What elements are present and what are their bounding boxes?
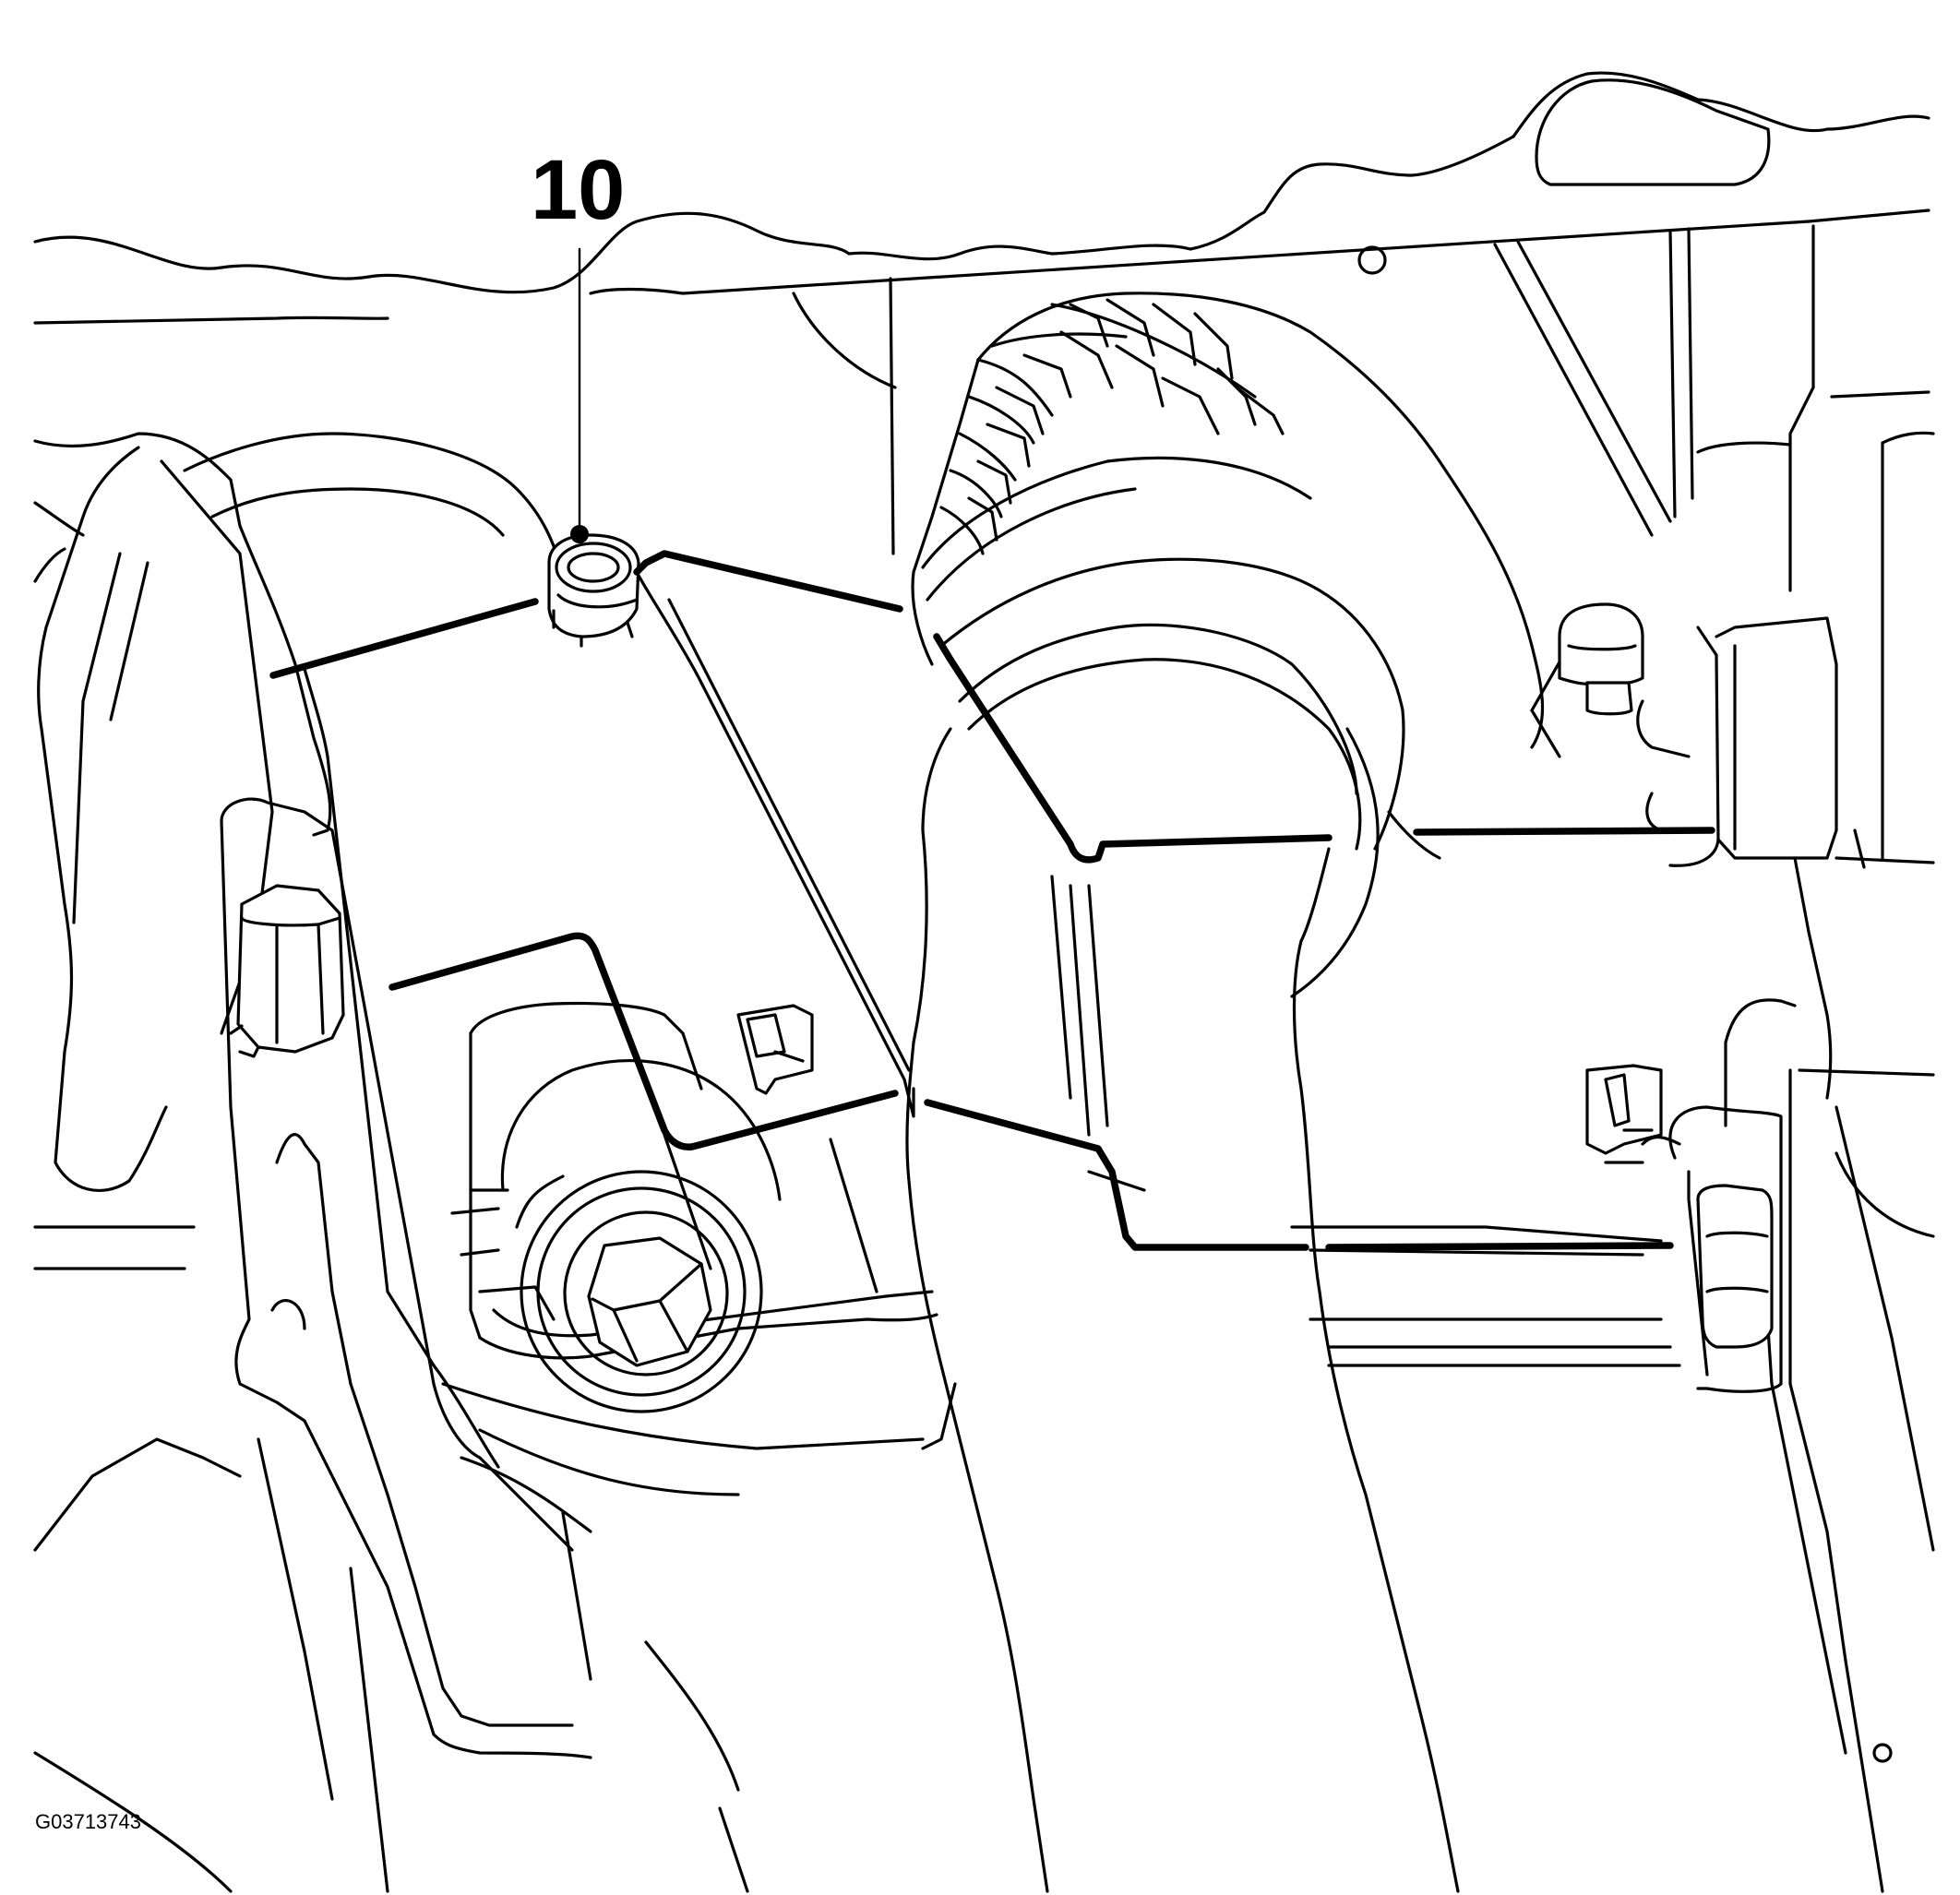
nut-icon xyxy=(1558,602,1644,716)
battery-cover-outline xyxy=(269,550,1715,1251)
callout-number: 10 xyxy=(531,143,626,237)
hex-bolt-icon xyxy=(229,884,345,1058)
braided-hose-icon xyxy=(911,292,1545,998)
right-lower-bracket xyxy=(1050,875,1783,1393)
boss-bolt xyxy=(500,1058,782,1413)
housing-clip xyxy=(736,1004,814,1095)
callout-dot-icon xyxy=(570,525,589,543)
strap-bracket xyxy=(33,797,592,1893)
battery-housing xyxy=(303,570,957,1893)
left-mounting-bracket xyxy=(33,432,565,1270)
engine-background-outline xyxy=(33,71,1935,860)
top-nut xyxy=(547,533,640,648)
coolant-hose xyxy=(905,727,1460,1893)
figure-id: G03713743 xyxy=(35,1810,141,1833)
right-housing xyxy=(1530,616,1935,1893)
